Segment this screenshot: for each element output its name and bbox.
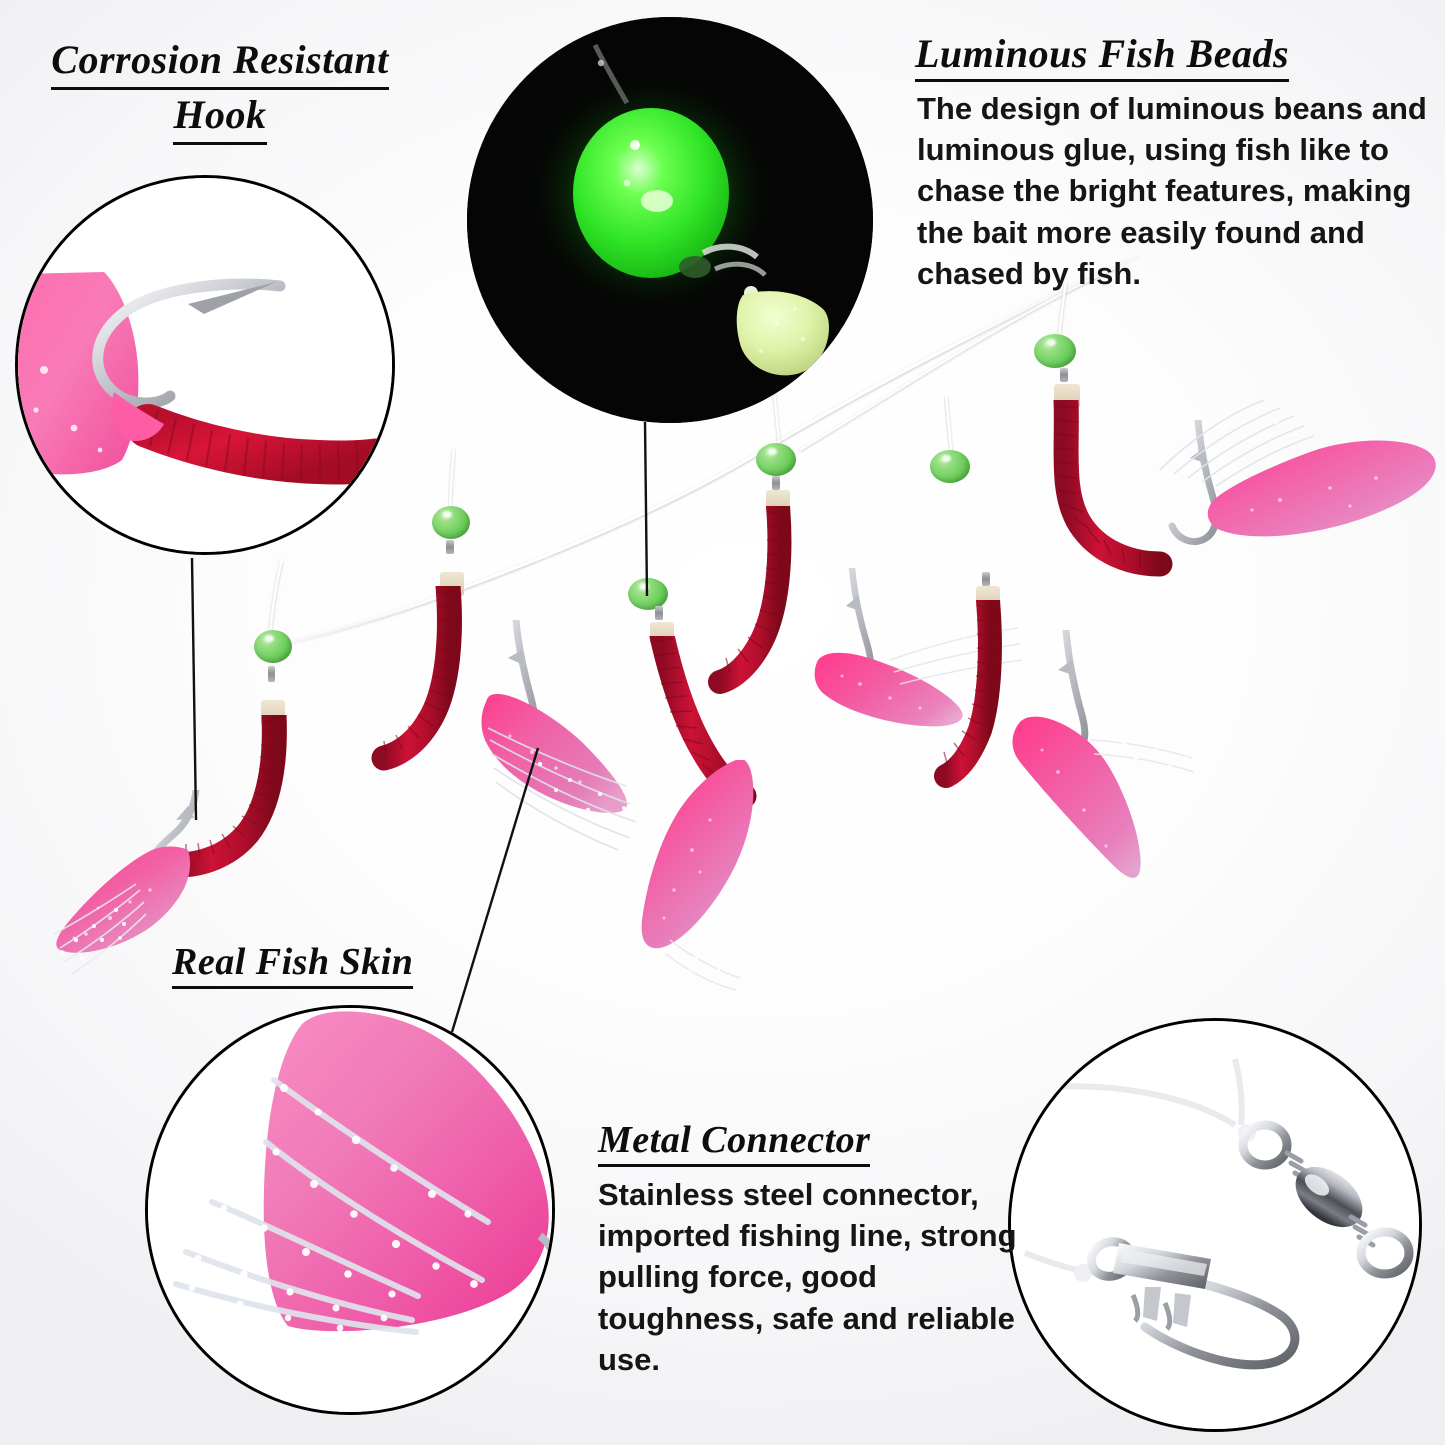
pink-fish-skin (1012, 716, 1141, 878)
pink-fish-skin (641, 760, 754, 949)
metal-crimp (772, 476, 780, 490)
heading-corrosion-line-1: Corrosion Resistant (51, 35, 389, 90)
paragraph-luminous-fish-beads: The design of luminous beans and luminou… (917, 91, 1427, 291)
heading-metal-connector: Metal Connector (598, 1118, 871, 1167)
pink-fish-skin (481, 694, 627, 813)
fish-skin-circle (145, 1005, 555, 1415)
red-thread-wrapped-shank (371, 586, 462, 771)
pink-fish-skin (1207, 440, 1436, 537)
metal-crimp (1060, 368, 1068, 382)
luminous-green-bead (432, 506, 470, 539)
metal-crimp (446, 540, 454, 554)
red-thread-wrapped-shank (165, 715, 287, 878)
metal-crimp (982, 572, 990, 586)
pink-fish-skin (814, 652, 963, 727)
holographic-tinsel (665, 939, 741, 991)
metal-crimp (655, 606, 663, 620)
red-thread-wrapped-shank (934, 600, 1002, 788)
hook-detail-circle (15, 175, 395, 555)
holographic-tinsel (1090, 739, 1195, 773)
holographic-tinsel (1159, 399, 1315, 487)
luminous-green-bead (254, 630, 292, 663)
luminous-green-bead (1034, 334, 1076, 368)
luminous-green-bead (756, 443, 796, 476)
heading-corrosion-line-2: Hook (173, 90, 267, 145)
luminous-bead-circle (467, 17, 873, 423)
luminous-green-bead (930, 450, 970, 483)
metal-crimp (268, 666, 275, 682)
heading-luminous-label: Luminous Fish Beads (915, 30, 1290, 82)
heading-real-fish-skin-label: Real Fish Skin (172, 940, 414, 989)
red-thread-wrapped-shank (1053, 400, 1173, 577)
heading-corrosion-resistant-hook: Corrosion Resistant Hook (30, 35, 410, 145)
heading-luminous-fish-beads: Luminous Fish Beads (915, 30, 1290, 82)
heading-metal-connector-label: Metal Connector (598, 1118, 871, 1167)
red-thread-wrapped-shank (708, 506, 792, 694)
holographic-tinsel (53, 883, 147, 975)
heading-real-fish-skin: Real Fish Skin (172, 940, 414, 989)
paragraph-metal-connector: Stainless steel connector, imported fish… (598, 1177, 1017, 1377)
metal-connector-circle (1008, 1018, 1422, 1432)
